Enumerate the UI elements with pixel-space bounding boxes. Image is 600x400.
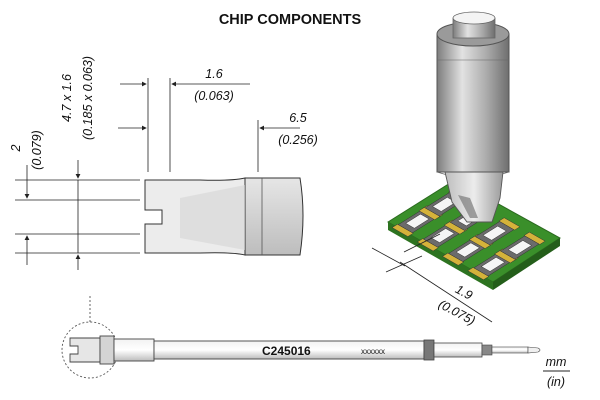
chip-highlight: [455, 242, 481, 258]
chip-highlight: [430, 228, 455, 243]
dimension-lines: [15, 78, 300, 270]
dimension-labels: 1.6 (0.063) 6.5 (0.256) 2 (0.079) 4.7 x …: [9, 56, 318, 170]
diagram-title: CHIP COMPONENTS: [219, 12, 362, 28]
chip-pad: [416, 238, 439, 252]
dim-slot-height-value: 2: [9, 144, 23, 152]
tip-side-view: [144, 177, 304, 256]
dim-tip-width-value: 1.6: [205, 67, 222, 81]
tip-body-section: [244, 177, 304, 256]
pcb-front-edge: [388, 222, 493, 290]
dim-width-depth-inch: (0.185 x 0.063): [81, 56, 95, 140]
chip-highlight: [482, 225, 507, 241]
dim-pitch-value: 1.9: [453, 282, 475, 303]
part-number: C245016: [262, 344, 311, 358]
units-imperial: (in): [547, 375, 565, 389]
chip-pad: [468, 235, 491, 249]
dim-width-depth-value: 4.7 x 1.6: [60, 74, 74, 122]
chip-highlight: [405, 213, 430, 229]
dim-slot-height-inch: (0.079): [30, 130, 44, 170]
chip-highlight: [480, 256, 506, 272]
pcb-side-edge: [493, 238, 560, 290]
serial-mark: xxxxxx: [361, 347, 385, 356]
chip-pad: [418, 207, 441, 221]
units-metric: mm: [546, 355, 567, 369]
dim-tip-length-value: 6.5: [289, 111, 306, 125]
chip-pad: [494, 250, 517, 264]
soldering-tip-3d: [436, 11, 510, 223]
chip-highlight: [507, 240, 533, 255]
dim-tip-width-inch: (0.063): [194, 89, 234, 103]
chip-pad: [442, 252, 465, 266]
units-legend: mm (in): [543, 355, 570, 389]
full-tip-view: C245016 xxxxxx: [61, 296, 541, 379]
dim-pitch-inch: (0.075): [436, 297, 478, 328]
chip-pad: [391, 223, 414, 237]
dim-tip-length-inch: (0.256): [278, 133, 318, 147]
chip-pad: [467, 267, 490, 281]
chip-pad: [443, 221, 466, 235]
